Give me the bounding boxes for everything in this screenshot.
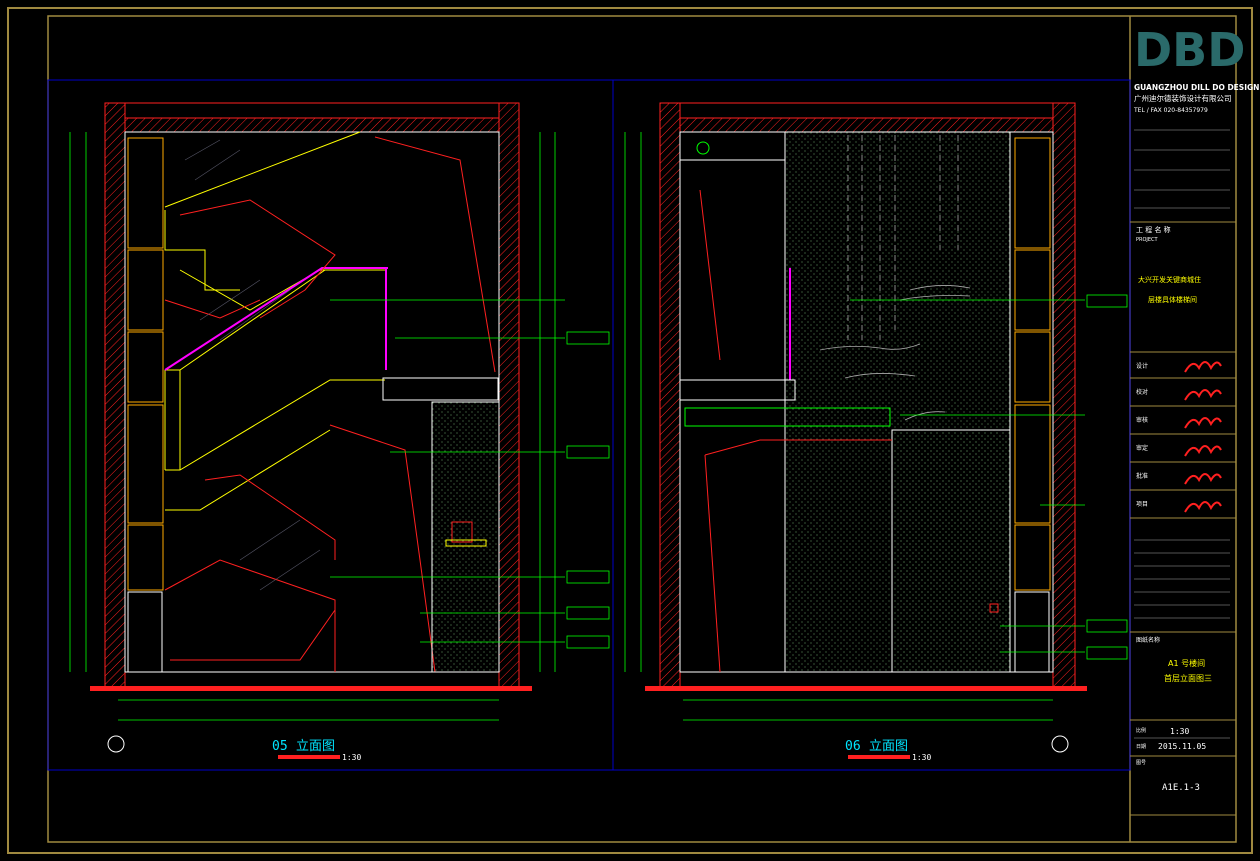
landing-05 [382, 377, 499, 401]
sign-row-3: 审核 [1136, 416, 1148, 424]
company-tel: TEL / FAX 020-84357979 [1133, 107, 1208, 114]
sign-row-6: 项目 [1136, 501, 1148, 508]
view-title-06: 立面图 [869, 739, 908, 754]
view-scale-05: 1:30 [342, 753, 361, 762]
sign-row-1: 设计 [1136, 362, 1148, 370]
view-number-06: 06 [845, 739, 861, 754]
wall-right-05 [498, 102, 520, 689]
scale-value: 1:30 [1170, 727, 1189, 736]
wall-right-06 [1052, 102, 1076, 689]
project-label: 工 程 名 称 [1136, 225, 1171, 234]
upper-niche-06 [679, 159, 786, 381]
company-logo: DBD [1134, 23, 1245, 77]
drawing-title-2: 首层立面图三 [1164, 673, 1212, 683]
ceiling-slab-05 [124, 117, 500, 133]
elevation-05[interactable] [69, 102, 610, 753]
view-title-05: 立面图 [296, 739, 335, 754]
view-scale-06: 1:30 [912, 753, 931, 762]
sign-row-5: 批准 [1136, 472, 1148, 480]
scale-label: 比例 [1136, 727, 1146, 734]
cabinet-05 [127, 591, 163, 673]
company-name-en: GUANGZHOU DILL DO DESIGN [1134, 83, 1259, 92]
date-value: 2015.11.05 [1158, 742, 1206, 751]
date-label: 日期 [1136, 744, 1146, 750]
grid-bubble-06 [1051, 735, 1069, 753]
sign-row-2: 校对 [1136, 388, 1148, 396]
wall-left-05 [104, 102, 126, 689]
sheet-no-label: 图号 [1136, 760, 1146, 766]
wall-left-06 [659, 102, 681, 689]
model-viewport[interactable] [47, 79, 1131, 771]
floor-line-06 [645, 686, 1087, 691]
sheet-border-outer [7, 7, 1253, 854]
drawing-title-1: A1 号楼间 [1168, 658, 1205, 668]
cabinet-06 [1014, 591, 1050, 673]
elevation-06[interactable] [624, 102, 1128, 753]
title-block: DBD GUANGZHOU DILL DO DESIGN 广州迪尔德装饰设计有限… [1130, 23, 1259, 816]
floor-line-05 [90, 686, 532, 691]
sign-row-4: 审定 [1136, 444, 1148, 452]
project-name: 大兴开发关键商城住 [1138, 275, 1201, 284]
company-name-cn: 广州迪尔德装饰设计有限公司 [1134, 93, 1232, 103]
project-sub: PROJECT [1136, 237, 1159, 243]
project-name-2: 层楼具体楼梯间 [1148, 295, 1197, 304]
drawing-label: 图纸名称 [1136, 636, 1160, 644]
view-number-05: 05 [272, 739, 288, 754]
grid-bubble-05 [107, 735, 125, 753]
ceiling-slab-06 [679, 117, 1054, 133]
sheet-number: A1E.1-3 [1162, 783, 1200, 793]
